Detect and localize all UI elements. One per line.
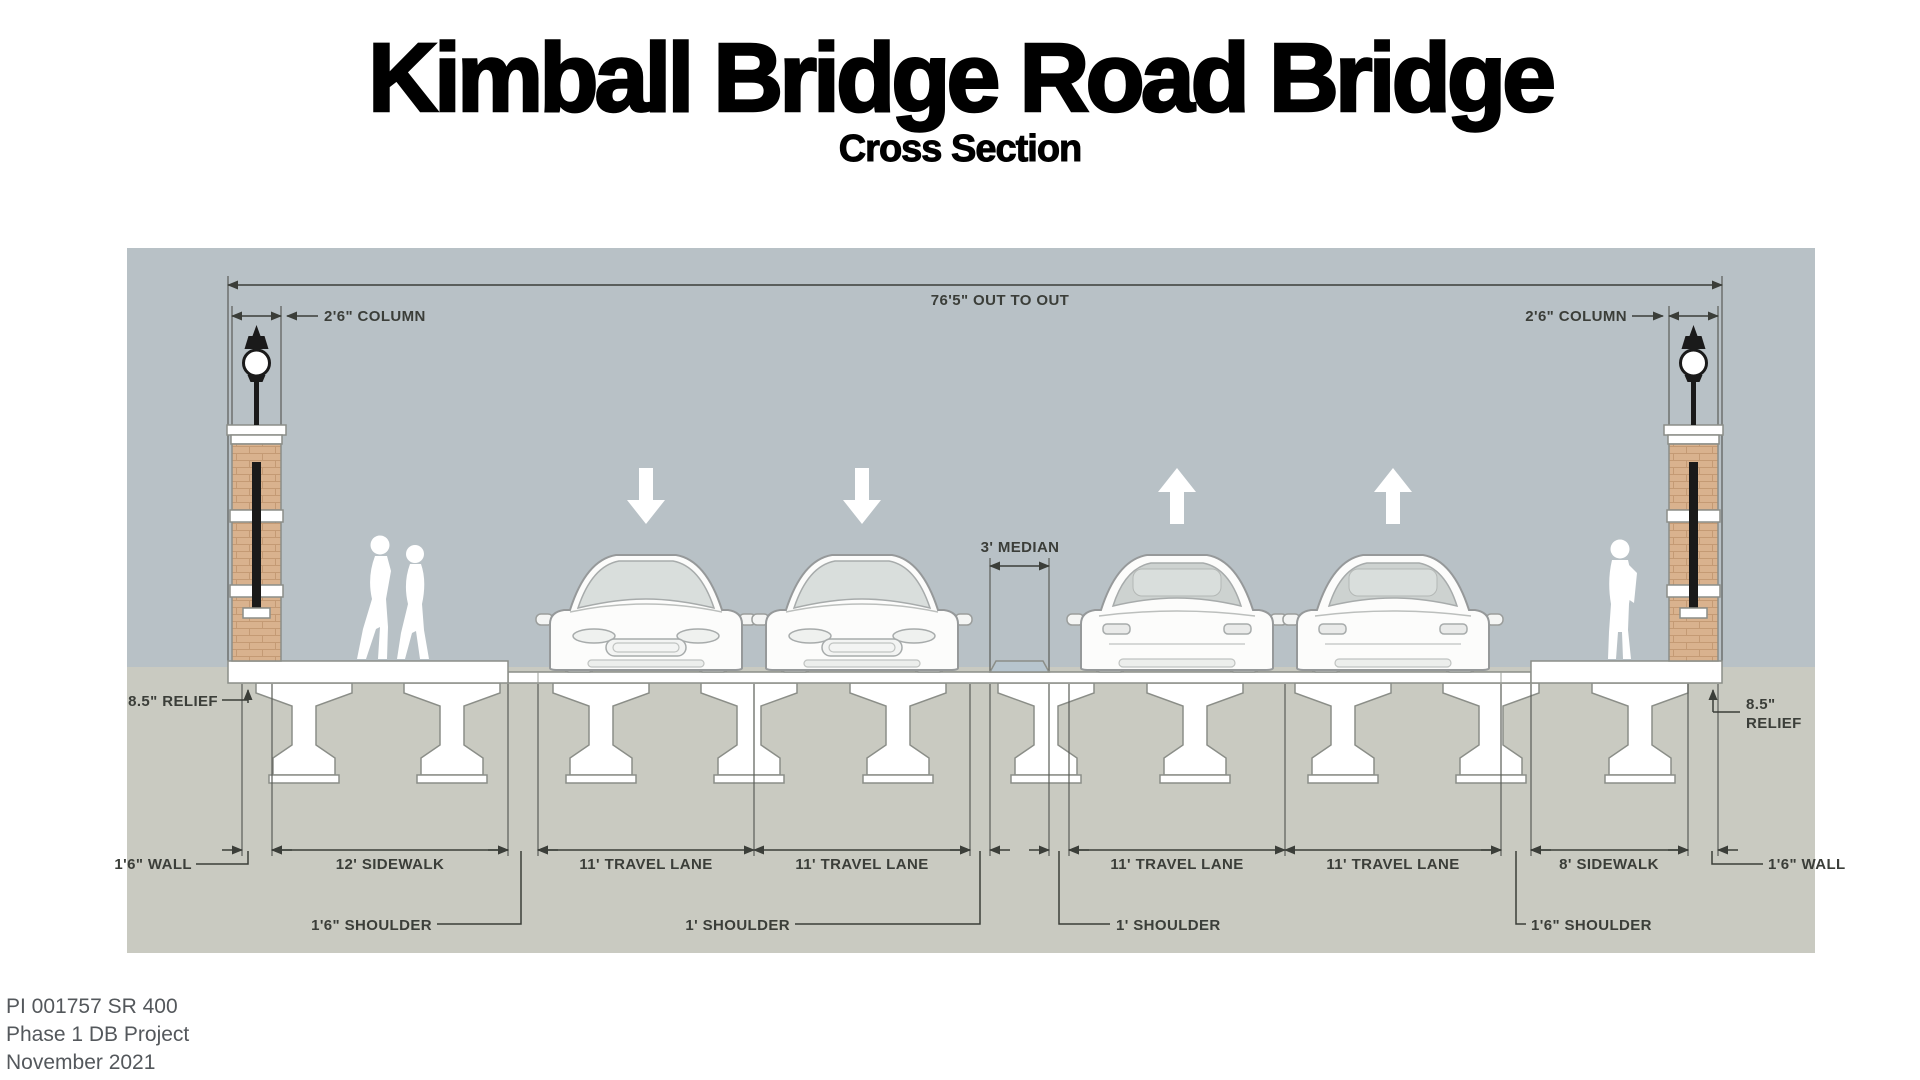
left-sidewalk-deck [227, 660, 509, 684]
right-column-label: 2'6" COLUMN [1525, 308, 1627, 325]
right-relief-value: 8.5" [1746, 696, 1776, 713]
right-wall-label: 1'6" WALL [1768, 856, 1846, 873]
left-sidewalk-label: 12' SIDEWALK [336, 856, 444, 873]
dimension-labels: 76'5" OUT TO OUT 2'6" COLUMN 2'6" COLUMN… [114, 292, 1845, 934]
project-phase: Phase 1 DB Project [6, 1023, 190, 1046]
left-relief-label: 8.5" RELIEF [128, 693, 218, 710]
outer-extension-lines [227, 276, 1723, 672]
left-shoulder-label: 1'6" SHOULDER [311, 917, 432, 934]
travel-lane-label: 11' TRAVEL LANE [1110, 856, 1243, 873]
inner-right-shoulder-label: 1' SHOULDER [1116, 917, 1221, 934]
bridge-deck [227, 660, 1723, 684]
travel-lane-label: 11' TRAVEL LANE [579, 856, 712, 873]
backdrop [127, 248, 1815, 953]
ground-background [127, 667, 1815, 953]
right-sidewalk-label: 8' SIDEWALK [1559, 856, 1659, 873]
project-date: November 2021 [6, 1051, 156, 1074]
out-to-out-label: 76'5" OUT TO OUT [931, 292, 1070, 309]
lower-extension-lines [241, 684, 1719, 856]
inner-left-shoulder-label: 1' SHOULDER [685, 917, 790, 934]
left-wall-label: 1'6" WALL [114, 856, 192, 873]
left-column-label: 2'6" COLUMN [324, 308, 426, 325]
project-id: PI 001757 SR 400 [6, 995, 178, 1018]
travel-lane-label: 11' TRAVEL LANE [1326, 856, 1459, 873]
right-shoulder-label: 1'6" SHOULDER [1531, 917, 1652, 934]
right-sidewalk-deck [1530, 660, 1723, 684]
page-subtitle: Cross Section [838, 128, 1083, 171]
dimension-lines [222, 280, 1738, 855]
median-label: 3' MEDIAN [981, 539, 1060, 556]
right-relief-word: RELIEF [1746, 715, 1802, 732]
title-block: PI 001757 SR 400 Phase 1 DB Project Nove… [6, 993, 189, 1077]
raised-median [988, 660, 1051, 673]
roadway-deck [507, 671, 1532, 684]
leader-lines [196, 689, 1763, 925]
page-title: Kimball Bridge Road Bridge [367, 22, 1558, 134]
travel-lane-label: 11' TRAVEL LANE [795, 856, 928, 873]
